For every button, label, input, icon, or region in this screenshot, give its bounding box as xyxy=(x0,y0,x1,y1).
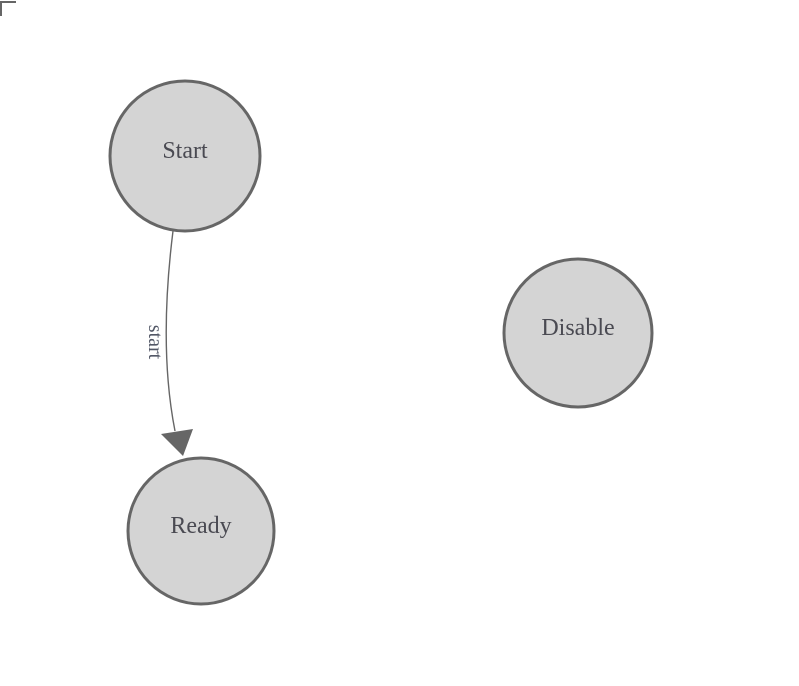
state-node-ready[interactable]: Ready xyxy=(126,456,276,606)
edge-arrowhead-icon xyxy=(161,429,193,456)
edge-path-start-to-ready[interactable] xyxy=(165,230,176,432)
node-circle-start[interactable] xyxy=(108,79,262,233)
state-node-disable[interactable]: Disable xyxy=(502,257,654,409)
node-circle-disable[interactable] xyxy=(502,257,654,409)
node-label-disable: Disable xyxy=(541,315,614,341)
edge-label-start-to-ready[interactable]: start xyxy=(144,325,166,360)
state-node-start[interactable]: Start xyxy=(108,79,262,233)
node-label-start: Start xyxy=(162,138,208,164)
node-circle-ready[interactable] xyxy=(126,456,276,606)
canvas-origin-icon xyxy=(0,1,16,16)
edge-start-to-ready[interactable]: start xyxy=(144,230,193,456)
node-label-ready: Ready xyxy=(170,513,231,539)
